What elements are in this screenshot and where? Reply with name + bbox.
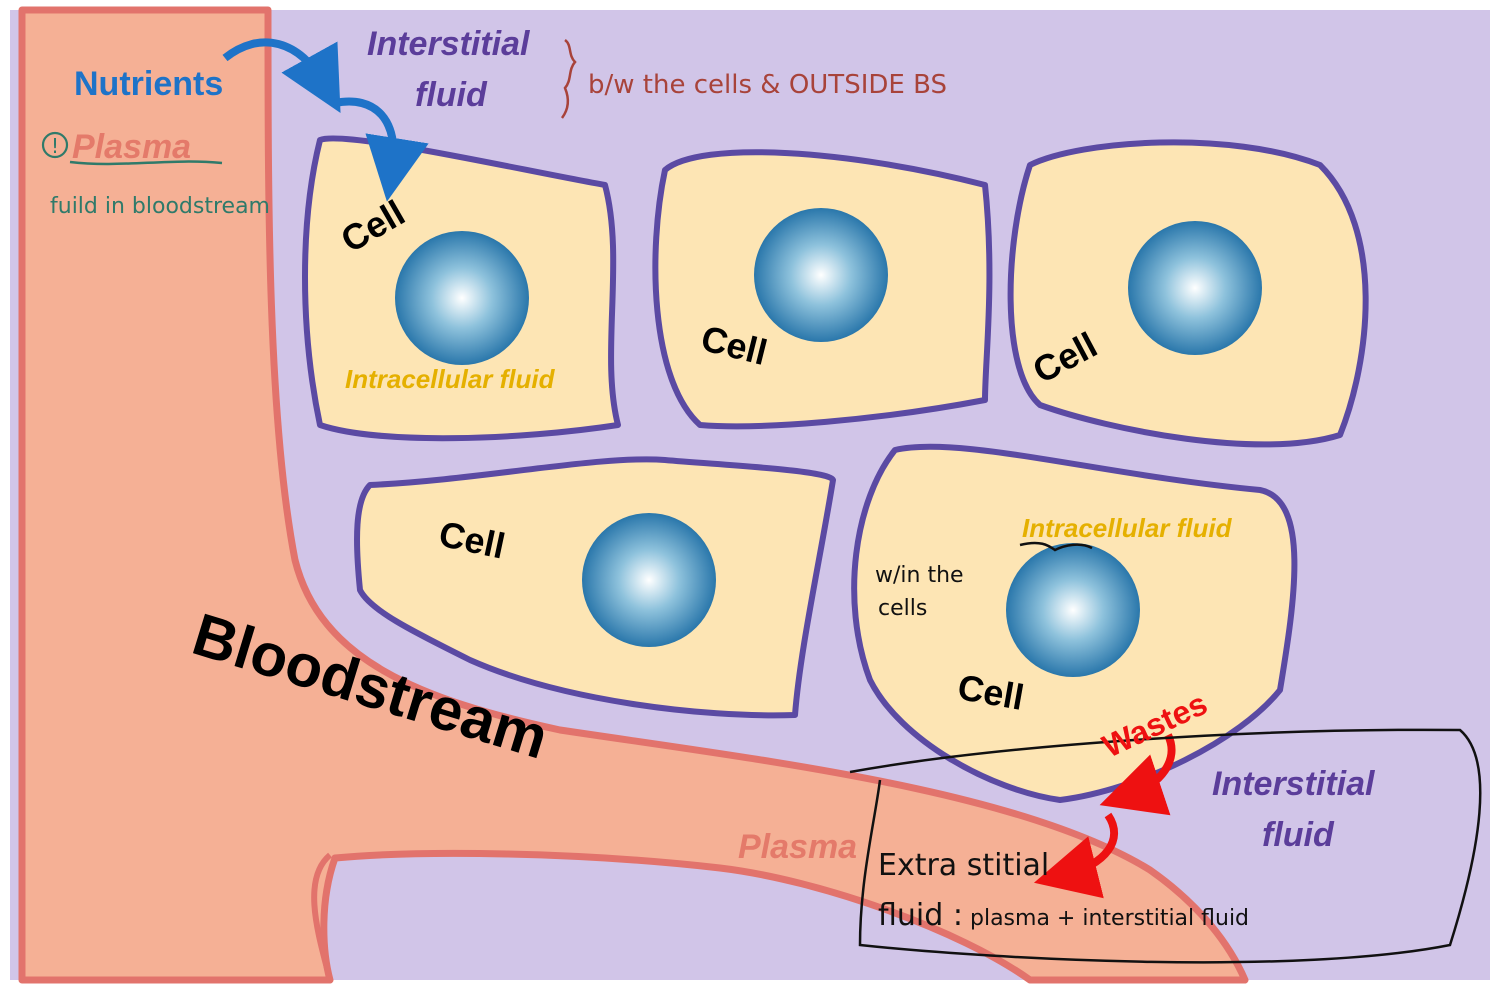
nucleus-1 [395, 231, 529, 365]
bloodstream-vessel [18, 6, 1249, 984]
interstitial-bottom-label-line2: fluid [1262, 816, 1335, 854]
cell-3 [1007, 139, 1369, 448]
interstitial-top-label-line2: fluid [415, 76, 488, 114]
within-note-line1: w/in the [875, 563, 964, 588]
nucleus-5 [1006, 543, 1140, 677]
plasma-note-marker: ! [51, 134, 59, 158]
nucleus-3 [1128, 221, 1262, 355]
nutrients-arrow-2 [334, 97, 429, 202]
wastes-arrow-1 [1099, 733, 1176, 816]
interstitial-top-label-line1: Interstitial [367, 25, 531, 63]
intracellular-label-2: Intracellular fluid [1022, 513, 1233, 543]
extracellular-label-line2: fluid : [878, 898, 963, 933]
interstitial-brace [560, 38, 577, 119]
intracellular-brace [1019, 541, 1093, 552]
nutrients-label: Nutrients [74, 65, 223, 103]
extracellular-label-line1: Extra stitial [878, 848, 1049, 883]
extracellular-box [849, 728, 1482, 964]
nucleus-2 [754, 208, 888, 342]
cell-4 [354, 456, 836, 719]
nutrients-arrow-1 [222, 38, 341, 113]
plasma-note-marker-circle [41, 131, 69, 159]
intracellular-label-1: Intracellular fluid [345, 364, 556, 394]
nucleus-4 [582, 513, 716, 647]
interstitial-bottom-label-line1: Interstitial [1212, 765, 1376, 803]
extracellular-definition: plasma + interstitial fluid [970, 906, 1249, 931]
within-note-line2: cells [878, 596, 927, 621]
interstitial-note: b/w the cells & OUTSIDE BS [588, 70, 947, 100]
vessel-branch-edge [311, 852, 333, 981]
plasma-top-label: Plasma [72, 128, 191, 166]
cell-2 [652, 149, 993, 430]
wastes-arrow-2 [1033, 812, 1118, 899]
plasma-underline [69, 160, 223, 166]
cell-1 [302, 135, 621, 442]
plasma-bottom-label: Plasma [738, 828, 857, 866]
cell-5 [851, 443, 1298, 803]
plasma-note: fuild in bloodstream [50, 194, 270, 219]
